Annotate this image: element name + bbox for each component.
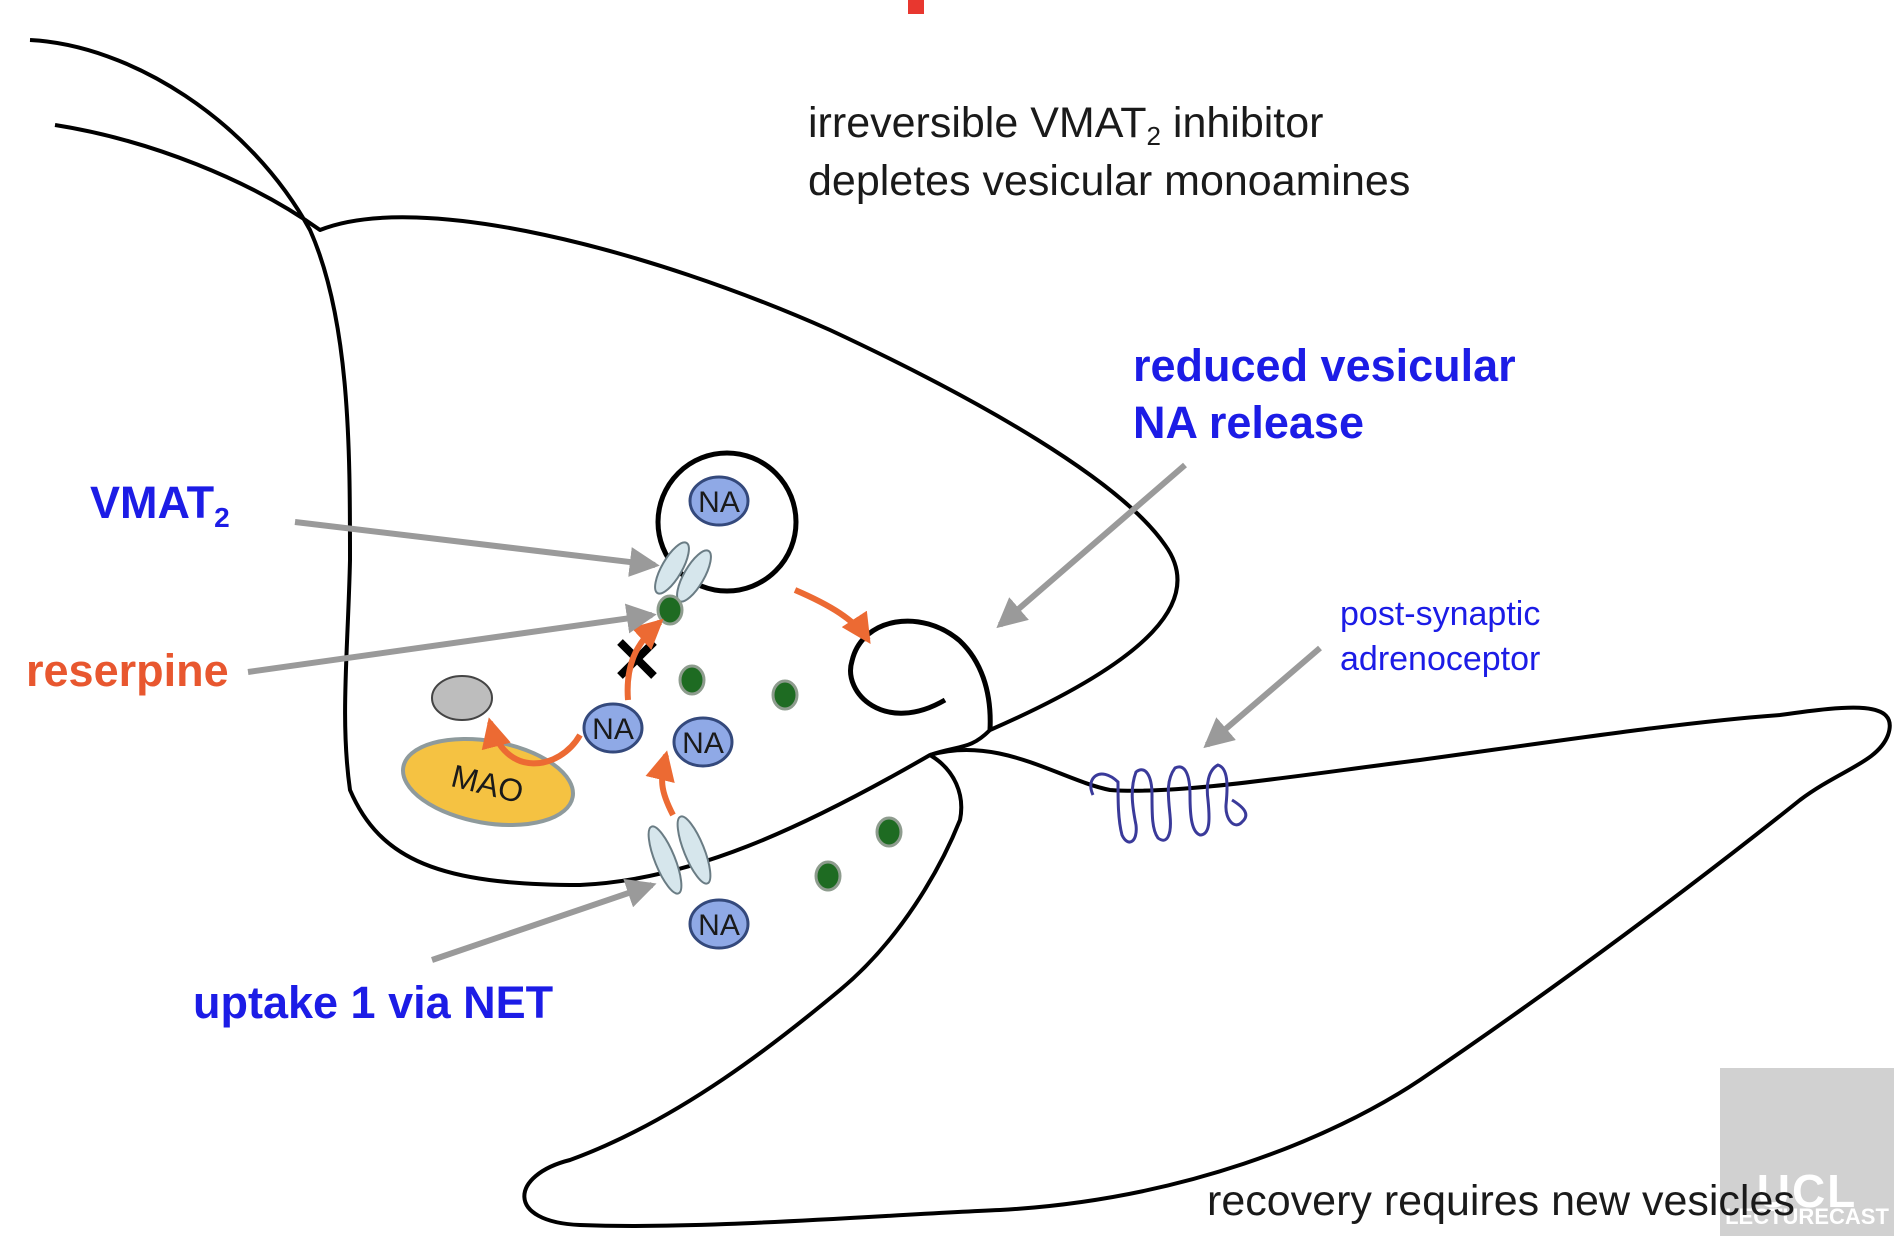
pointer-uptake [431,878,657,963]
adrenoceptor-icon [1089,763,1248,844]
na-molecule-synaptic-cleft: NA [688,898,750,950]
ucl-logo: UCL [1756,1165,1858,1217]
svg-text:NA: NA [682,727,724,760]
presynaptic-terminal [29,38,1180,887]
na-molecule-cytoplasm-2: NA [672,716,734,768]
na-molecule-cytoplasm-1: NA [582,702,644,754]
arrow-vesicle-to-release [793,587,871,645]
lecturecast-watermark: UCL LECTURECAST [1720,1068,1894,1236]
postsynaptic-label-line-1: post-synaptic [1340,595,1541,633]
svg-text:NA: NA [698,909,740,942]
recovery-note: recovery requires new vesicles [1207,1177,1795,1225]
reserpine-dots [656,594,903,892]
info-line-2: depletes vesicular monoamines [808,157,1411,205]
title-fragment [908,0,924,14]
arrow-net-to-cytoplasm [645,750,676,817]
metabolite-circle [431,675,493,721]
vesicle-na-molecule [688,475,750,527]
vesicle-na-label: NA [698,486,740,519]
pointer-release [996,462,1187,629]
postsynaptic-cell [522,705,1892,1229]
vmat2-label: VMAT2 [90,477,230,533]
arrow-na-to-mao [481,717,583,767]
postsynaptic-label-line-2: adrenoceptor [1340,640,1541,678]
orange-arrows [481,587,871,817]
uptake-label: uptake 1 via NET [193,977,554,1028]
pointer-adrenoceptor [1203,645,1322,749]
info-line-1: irreversible VMAT2 inhibitor [808,99,1324,151]
gray-pointer-arrows [247,462,1322,963]
net-transporter [647,815,712,895]
watermark-text: LECTURECAST [1725,1204,1889,1229]
pointer-vmat2 [294,519,660,577]
vmat2-transporter [654,541,712,603]
reserpine-label: reserpine [26,645,229,696]
fusing-vesicle [848,618,993,731]
svg-text:NA: NA [592,713,634,746]
reduced-release-line-2: NA release [1133,397,1364,448]
pointer-reserpine [247,603,657,675]
reduced-release-line-1: reduced vesicular [1133,340,1516,391]
